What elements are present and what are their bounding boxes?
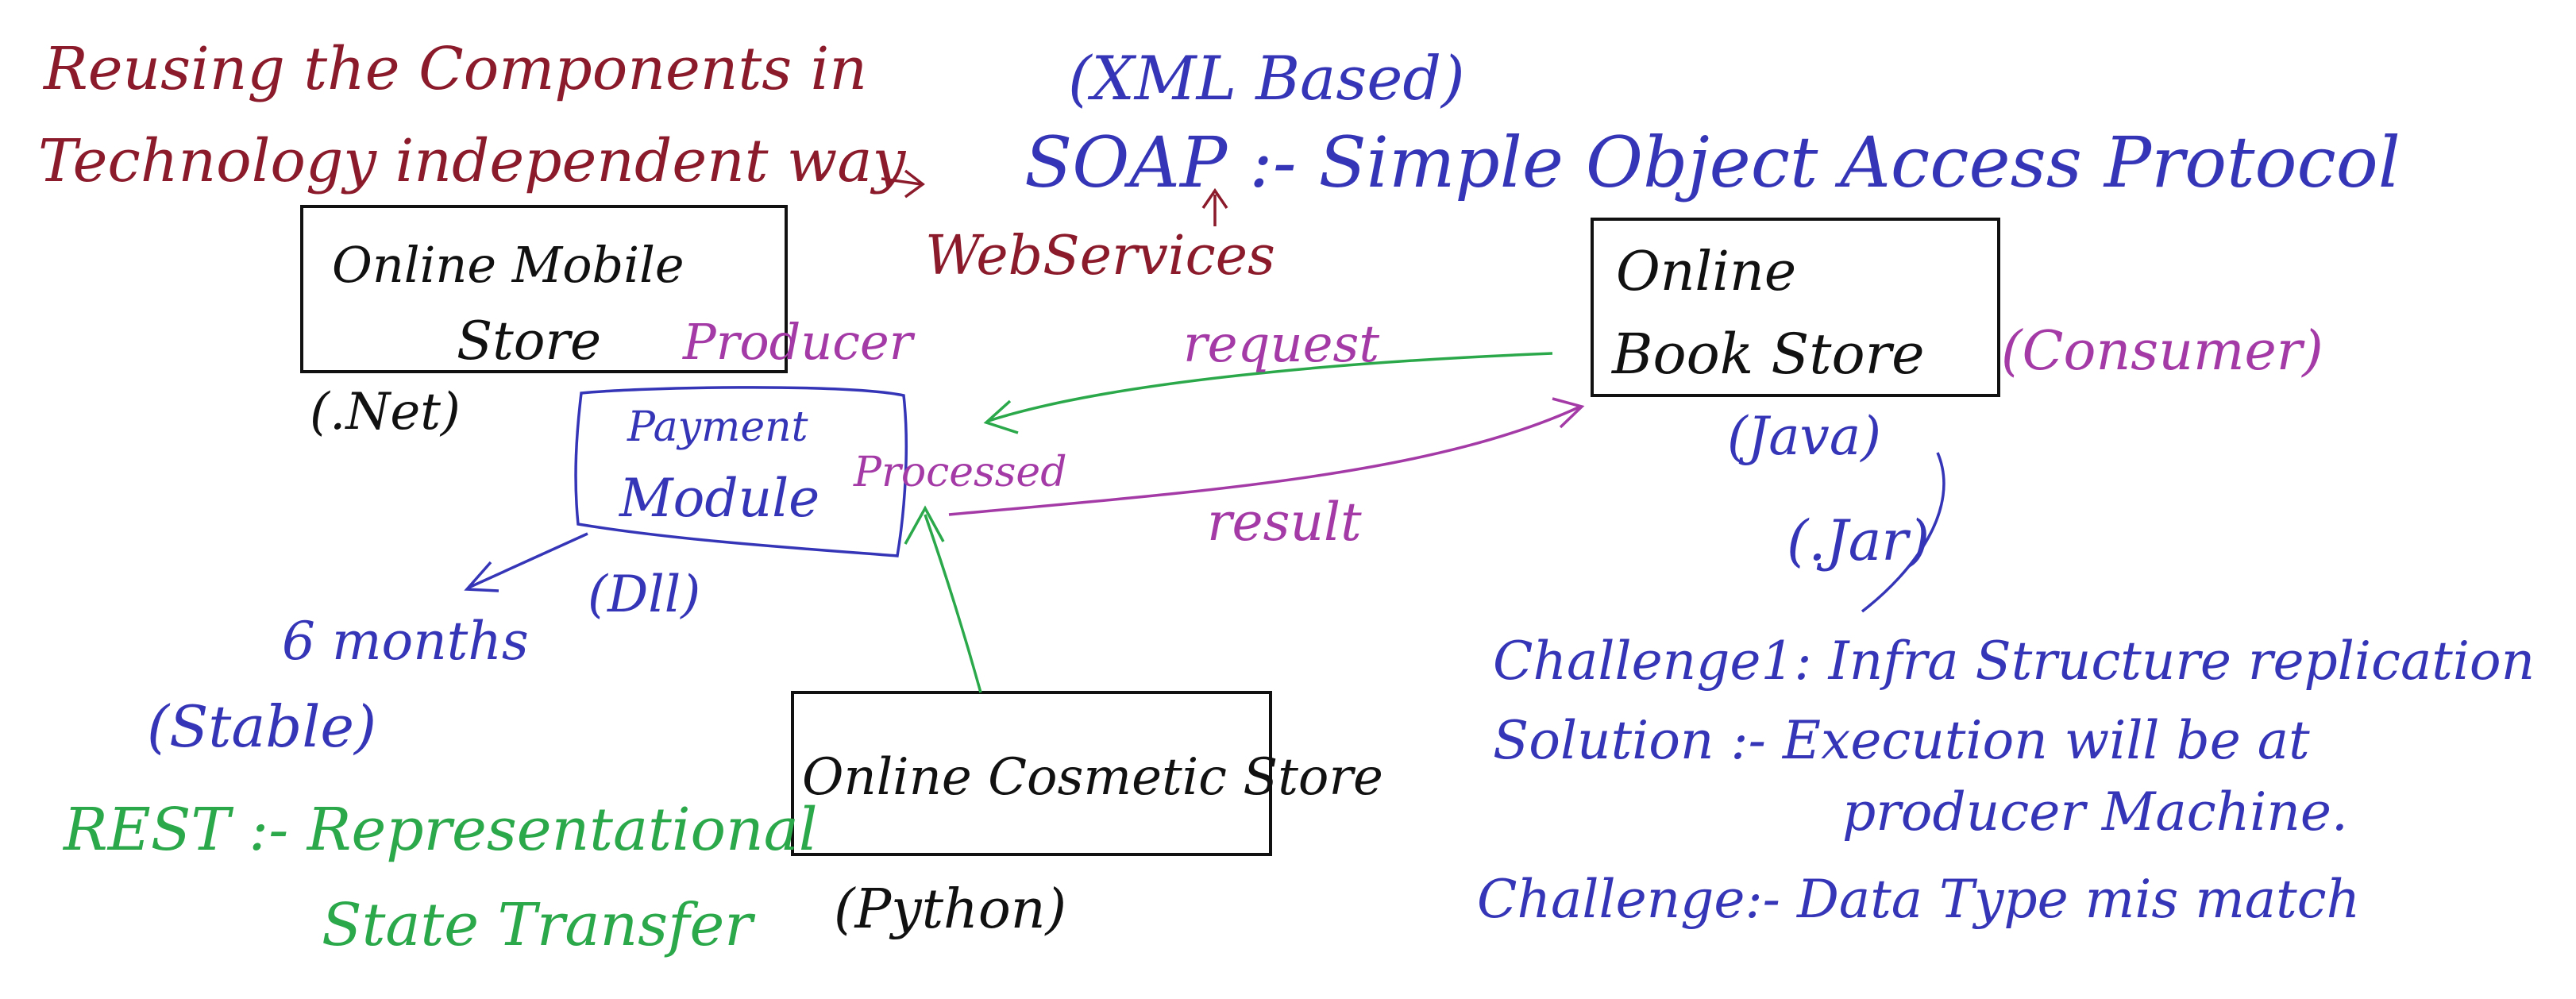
soap-caret-arrow bbox=[1201, 187, 1228, 226]
payment-module-line1: Payment bbox=[627, 403, 808, 451]
book-store-bracket bbox=[1861, 452, 1945, 613]
mobile-store-line1: Online Mobile bbox=[332, 236, 684, 294]
cosmetic-store-tech: (Python) bbox=[834, 878, 1066, 941]
result-label: result bbox=[1207, 492, 1362, 553]
rest-line2: State Transfer bbox=[322, 891, 756, 959]
producer-label: Producer bbox=[682, 313, 916, 371]
cosmetic-to-payment-arrow bbox=[924, 514, 982, 693]
payment-module-line2: Module bbox=[619, 468, 819, 529]
request-arrowhead bbox=[983, 399, 1019, 434]
stable-months: 6 months bbox=[282, 611, 529, 672]
consumer-label: (Consumer) bbox=[2001, 320, 2323, 383]
heading-line2: Technology independent way bbox=[38, 127, 906, 195]
book-store-tech: (Java) bbox=[1727, 406, 1881, 467]
result-arrowhead bbox=[1552, 397, 1585, 429]
book-store-box bbox=[1591, 218, 2000, 397]
payment-module-box bbox=[574, 386, 908, 557]
heading-arrow-head bbox=[904, 169, 925, 199]
book-store-line1: Online bbox=[1616, 241, 1796, 303]
xml-based-label: (XML Based) bbox=[1068, 43, 1465, 114]
book-store-line2: Book Store bbox=[1610, 322, 1925, 387]
mobile-store-box bbox=[300, 205, 788, 373]
request-label: request bbox=[1183, 315, 1379, 374]
payment-module-dll: (Dll) bbox=[588, 565, 700, 624]
challenge-1: Challenge1: Infra Structure replication bbox=[1493, 631, 2535, 692]
stable-label: (Stable) bbox=[147, 693, 376, 760]
processed-label: Processed bbox=[853, 449, 1066, 496]
stable-arrow bbox=[464, 532, 588, 592]
heading-arrow-shaft bbox=[881, 177, 922, 186]
book-store-jar: (.Jar) bbox=[1787, 508, 1930, 573]
result-arrow bbox=[948, 405, 1581, 516]
heading-line1: Reusing the Components in bbox=[42, 35, 867, 103]
request-arrow bbox=[988, 352, 1553, 422]
cosmetic-store-box bbox=[791, 691, 1272, 856]
solution-line1: Solution :- Execution will be at bbox=[1493, 710, 2310, 771]
challenge-2: Challenge:- Data Type mis match bbox=[1477, 869, 2360, 930]
webservices-label: WebServices bbox=[925, 225, 1275, 287]
rest-line1: REST :- Representational bbox=[62, 796, 818, 864]
mobile-store-line2: Store bbox=[457, 310, 601, 372]
soap-definition: SOAP :- Simple Object Access Protocol bbox=[1024, 122, 2401, 203]
mobile-store-tech: (.Net) bbox=[310, 383, 461, 442]
solution-line2: producer Machine. bbox=[1842, 781, 2348, 843]
cosmetic-store-label: Online Cosmetic Store bbox=[802, 748, 1383, 807]
cosmetic-to-payment-arrowhead bbox=[904, 505, 945, 545]
